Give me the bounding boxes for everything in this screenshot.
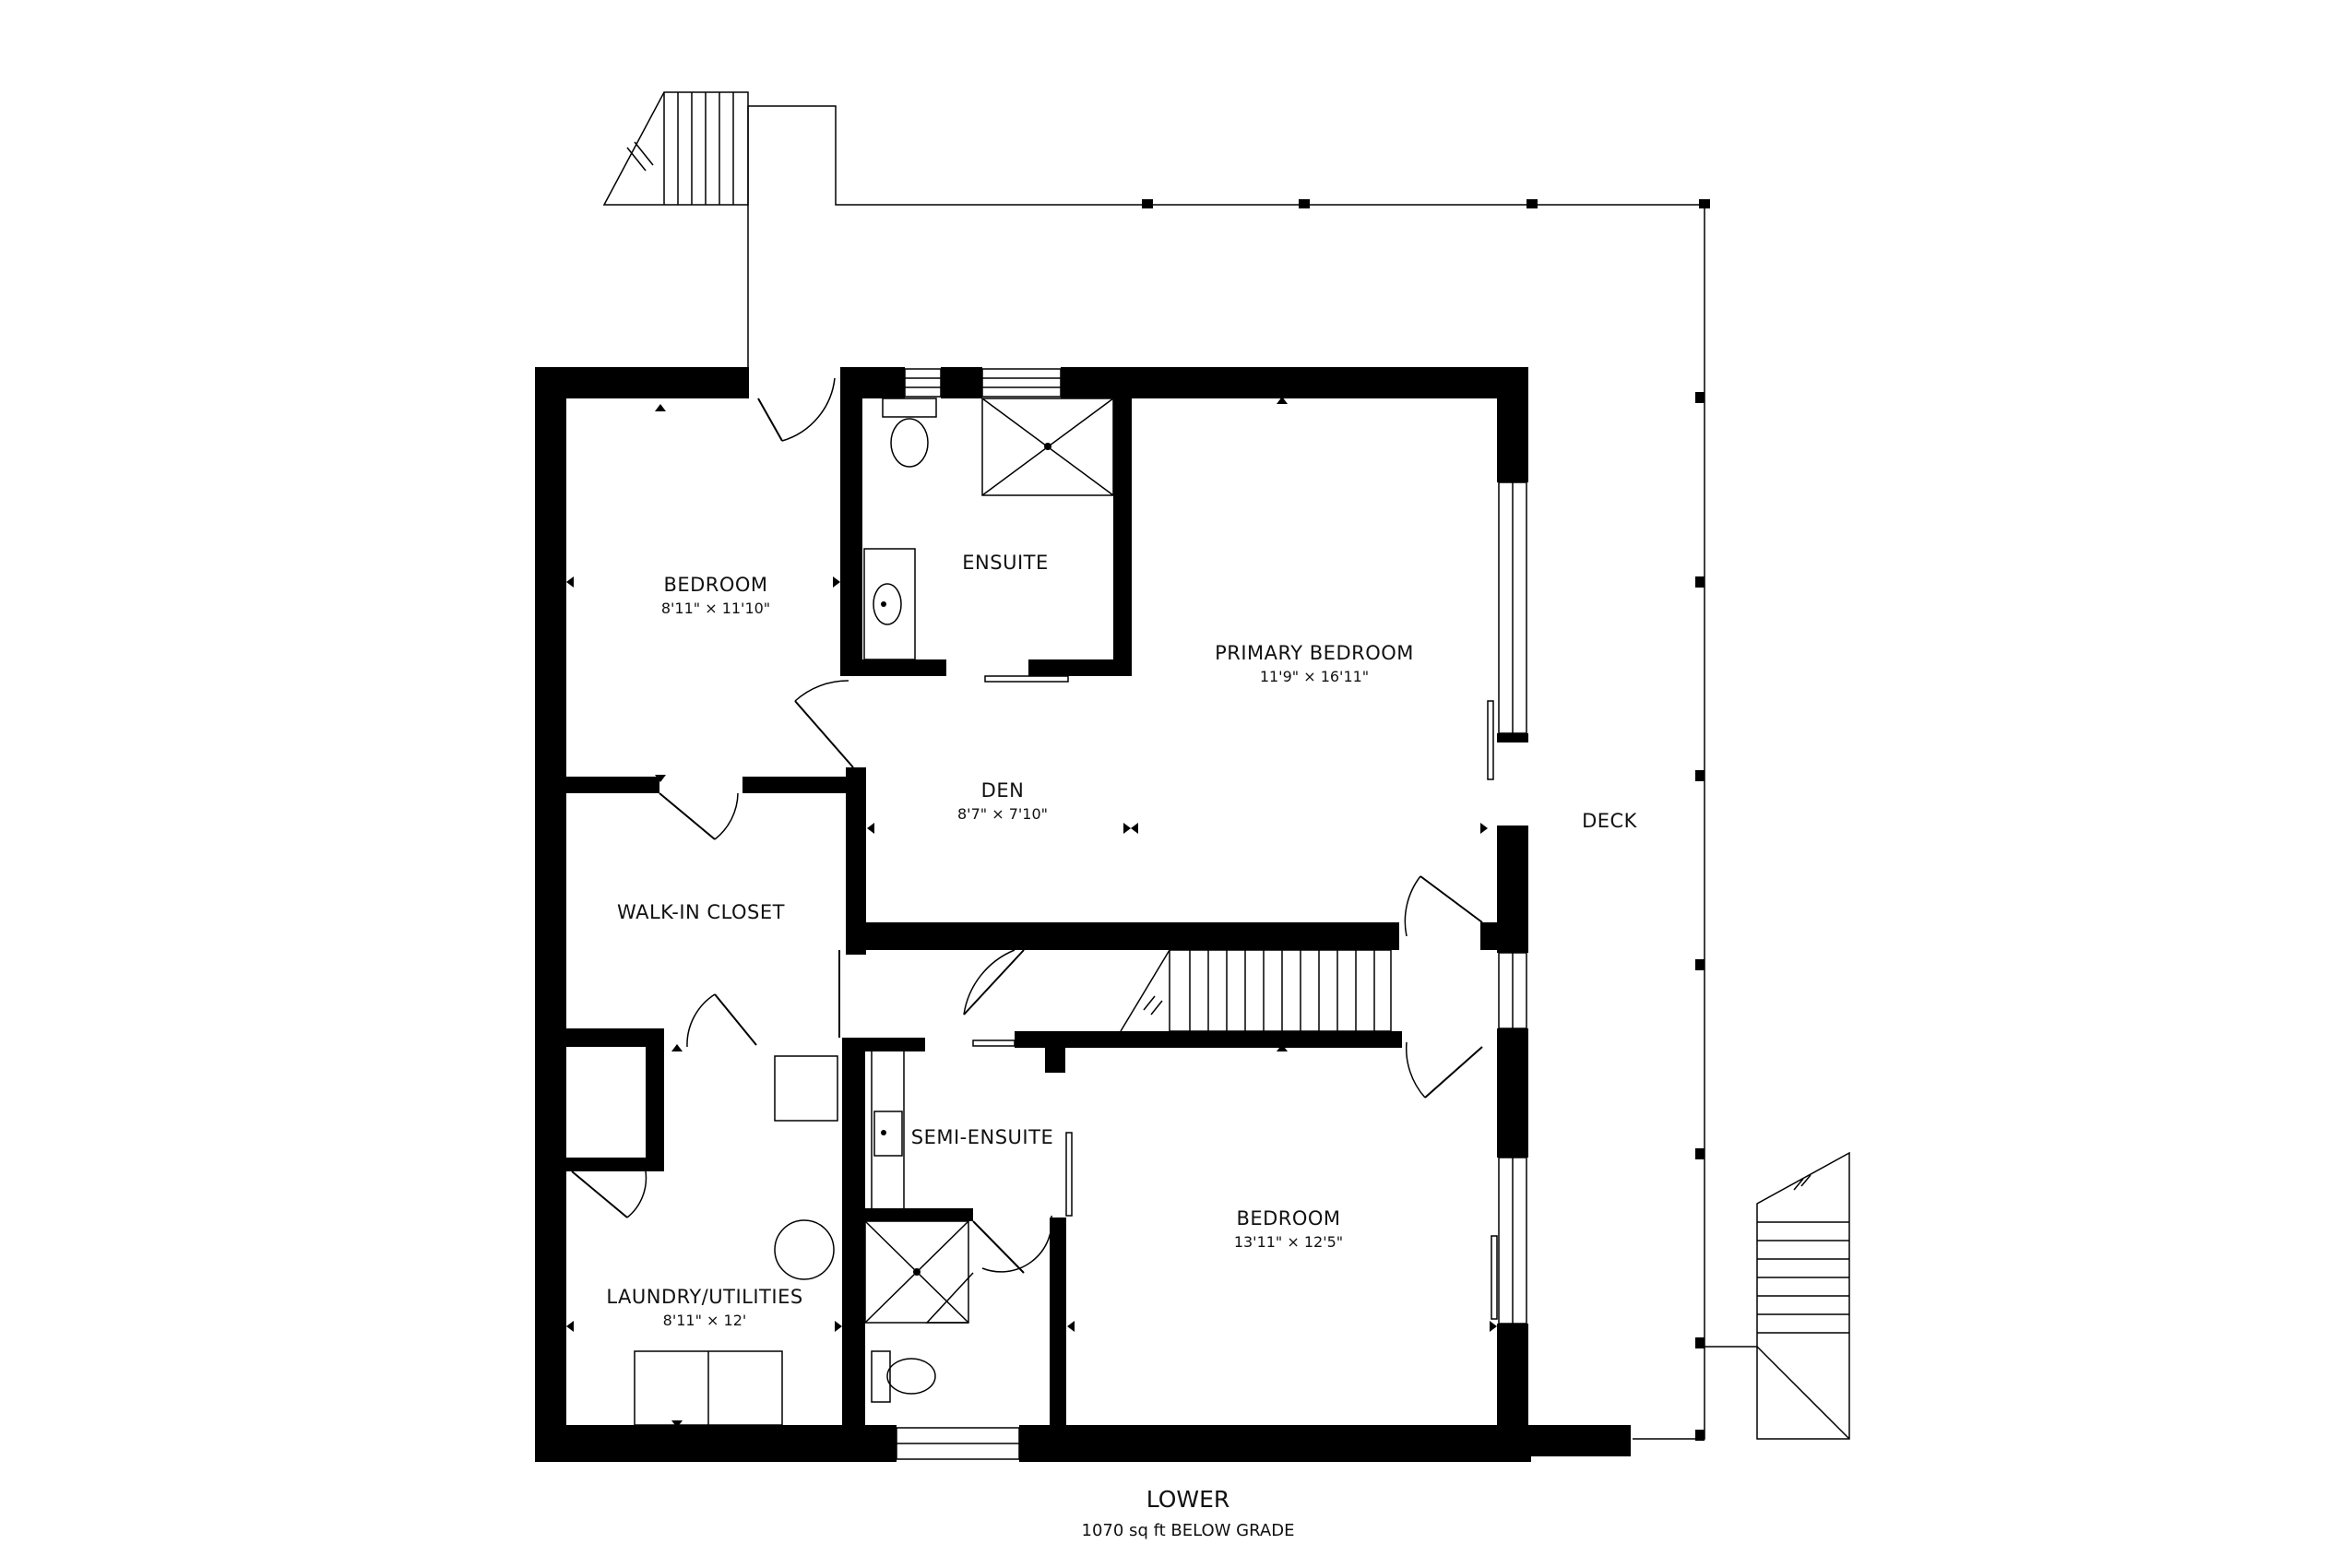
doors xyxy=(571,377,1498,1320)
exterior-walls xyxy=(535,367,1631,1462)
deck-outline xyxy=(747,105,1757,1441)
room-labels: BEDROOM 8'11" × 11'10" ENSUITE PRIMARY B… xyxy=(606,552,1637,1329)
semi-ensuite-name: SEMI-ENSUITE xyxy=(911,1126,1053,1148)
walk-in-closet-name: WALK-IN CLOSET xyxy=(617,901,785,923)
primary-bedroom-name: PRIMARY BEDROOM xyxy=(1215,642,1414,664)
stairs-top-exterior xyxy=(602,91,749,206)
deck-name: DECK xyxy=(1582,810,1638,832)
laundry-name: LAUNDRY/UTILITIES xyxy=(606,1286,802,1308)
den-name: DEN xyxy=(981,779,1025,802)
primary-bedroom-dims: 11'9" × 16'11" xyxy=(1260,668,1369,685)
floor-name: LOWER xyxy=(1146,1486,1230,1513)
floor-area: 1070 sq ft BELOW GRADE xyxy=(1082,1521,1295,1540)
interior-stairs xyxy=(1120,949,1392,1032)
interior-walls xyxy=(535,367,1499,1443)
floor-caption: LOWER 1070 sq ft BELOW GRADE xyxy=(1082,1486,1295,1540)
fixtures xyxy=(634,398,1114,1426)
ensuite-name: ENSUITE xyxy=(962,552,1048,574)
windows xyxy=(896,368,1527,1460)
bedroom-se-name: BEDROOM xyxy=(1236,1207,1340,1229)
bedroom-nw-dims: 8'11" × 11'10" xyxy=(661,600,770,617)
den-dims: 8'7" × 7'10" xyxy=(957,805,1048,823)
laundry-dims: 8'11" × 12' xyxy=(663,1312,747,1329)
bedroom-se-dims: 13'11" × 12'5" xyxy=(1234,1233,1343,1251)
dimension-markers xyxy=(566,397,1497,1432)
stairs-bottom-exterior xyxy=(1756,1151,1850,1440)
bedroom-nw-name: BEDROOM xyxy=(663,574,767,596)
